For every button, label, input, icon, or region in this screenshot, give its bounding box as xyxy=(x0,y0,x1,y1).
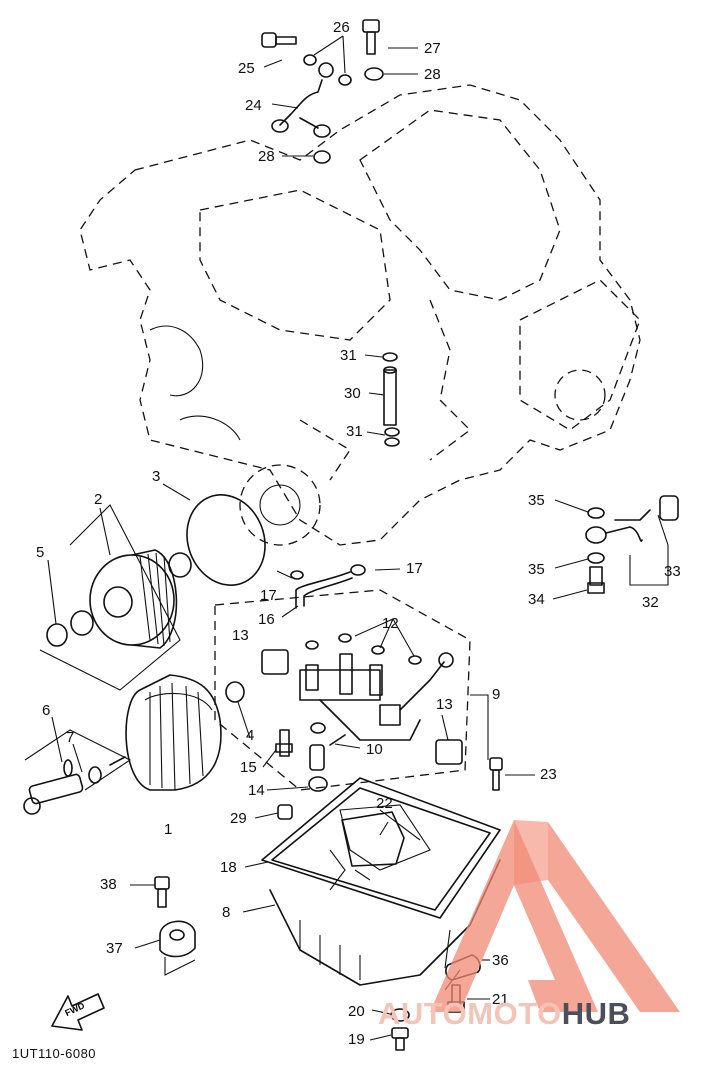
callout-22: 22 xyxy=(376,795,393,812)
bolt-38 xyxy=(154,876,170,908)
callout-28b: 28 xyxy=(258,148,275,165)
callout-37: 37 xyxy=(106,940,123,957)
leader-lines xyxy=(47,35,669,1041)
callout-7: 7 xyxy=(66,729,75,746)
oil-filter-cover-1 xyxy=(125,674,222,791)
spring-10 xyxy=(329,734,346,746)
washer-28b xyxy=(313,150,331,164)
union-bolt-25 xyxy=(261,32,297,48)
oring-12c xyxy=(408,655,422,665)
bolt-23 xyxy=(489,757,503,791)
callout-36: 36 xyxy=(492,952,509,969)
washer-26b xyxy=(338,74,352,86)
callout-2: 2 xyxy=(94,491,103,508)
callout-16: 16 xyxy=(258,611,275,628)
callout-5: 5 xyxy=(36,544,45,561)
callout-26: 26 xyxy=(333,19,350,36)
diagram-code: 1UT110-6080 xyxy=(12,1046,97,1061)
callout-15: 15 xyxy=(240,759,257,776)
callout-3: 3 xyxy=(152,468,161,485)
oring-12b xyxy=(371,645,385,655)
callout-17a: 17 xyxy=(260,587,277,604)
oring-12d xyxy=(305,640,319,650)
callout-6: 6 xyxy=(42,702,51,719)
union-bolt-27 xyxy=(362,19,380,55)
callout-24: 24 xyxy=(245,97,262,114)
engine-crankcase-outline xyxy=(79,84,641,546)
oil-hose-16 xyxy=(290,564,366,609)
callout-13b: 13 xyxy=(436,696,453,713)
callout-23: 23 xyxy=(540,766,557,783)
union-13a xyxy=(261,649,289,675)
group-bracket-6 xyxy=(24,729,132,791)
oring-4 xyxy=(225,681,245,703)
callout-17b: 17 xyxy=(406,560,423,577)
oring-12a xyxy=(338,633,352,643)
callout-27: 27 xyxy=(424,40,441,57)
gasket-20 xyxy=(390,1008,410,1022)
watermark-logo xyxy=(430,820,680,1012)
callout-31a: 31 xyxy=(340,347,357,364)
oring-5b xyxy=(70,610,94,636)
callout-32: 32 xyxy=(642,594,659,611)
callout-35b: 35 xyxy=(528,561,545,578)
callout-30: 30 xyxy=(344,385,361,402)
callout-34: 34 xyxy=(528,591,545,608)
callout-20: 20 xyxy=(348,1003,365,1020)
callout-19: 19 xyxy=(348,1031,365,1048)
callout-21: 21 xyxy=(492,991,509,1008)
relief-valve-11 xyxy=(309,744,325,771)
callout-38: 38 xyxy=(100,876,117,893)
callout-25: 25 xyxy=(238,60,255,77)
callout-8: 8 xyxy=(222,904,231,921)
callout-28a: 28 xyxy=(424,66,441,83)
callout-31b: 31 xyxy=(346,423,363,440)
watermark-part1: AUTOMOTO xyxy=(378,996,562,1031)
oil-filter-element-2 xyxy=(89,549,178,649)
oring-3 xyxy=(186,494,266,586)
washer-26a xyxy=(303,54,317,66)
drain-bolt-19 xyxy=(391,1027,409,1051)
cover-plate-37 xyxy=(159,920,196,976)
watermark-part2: HUB xyxy=(561,996,631,1031)
callout-4: 4 xyxy=(246,727,255,744)
spring-seat xyxy=(168,552,192,578)
oring-14 xyxy=(308,776,328,792)
callout-10: 10 xyxy=(366,741,383,758)
union-13b xyxy=(435,739,463,765)
callout-18: 18 xyxy=(220,859,237,876)
pin-6 xyxy=(63,759,73,777)
strainer-assembly-9 xyxy=(214,589,471,791)
spring-7 xyxy=(109,756,126,766)
washer-28a xyxy=(364,67,384,81)
bolt-15 xyxy=(275,729,293,757)
oil-pipe-30 xyxy=(382,352,400,447)
callout-14: 14 xyxy=(248,782,265,799)
dowel-pin-29 xyxy=(277,804,293,820)
callout-35a: 35 xyxy=(528,492,545,509)
callout-9: 9 xyxy=(492,686,501,703)
callout-13a: 13 xyxy=(232,627,249,644)
oil-delivery-pipe-24 xyxy=(271,62,334,138)
callout-1: 1 xyxy=(164,821,173,838)
callout-29: 29 xyxy=(230,810,247,827)
group-bracket-2 xyxy=(39,504,181,691)
oil-pipe-assembly-32 xyxy=(585,495,679,594)
watermark-text: AUTOMOTOHUB xyxy=(378,996,630,1032)
callout-12: 12 xyxy=(382,615,399,632)
washer-5 xyxy=(46,623,68,647)
strainer-22 xyxy=(341,811,405,867)
callout-33: 33 xyxy=(664,563,681,580)
bolt-6 xyxy=(23,773,84,815)
